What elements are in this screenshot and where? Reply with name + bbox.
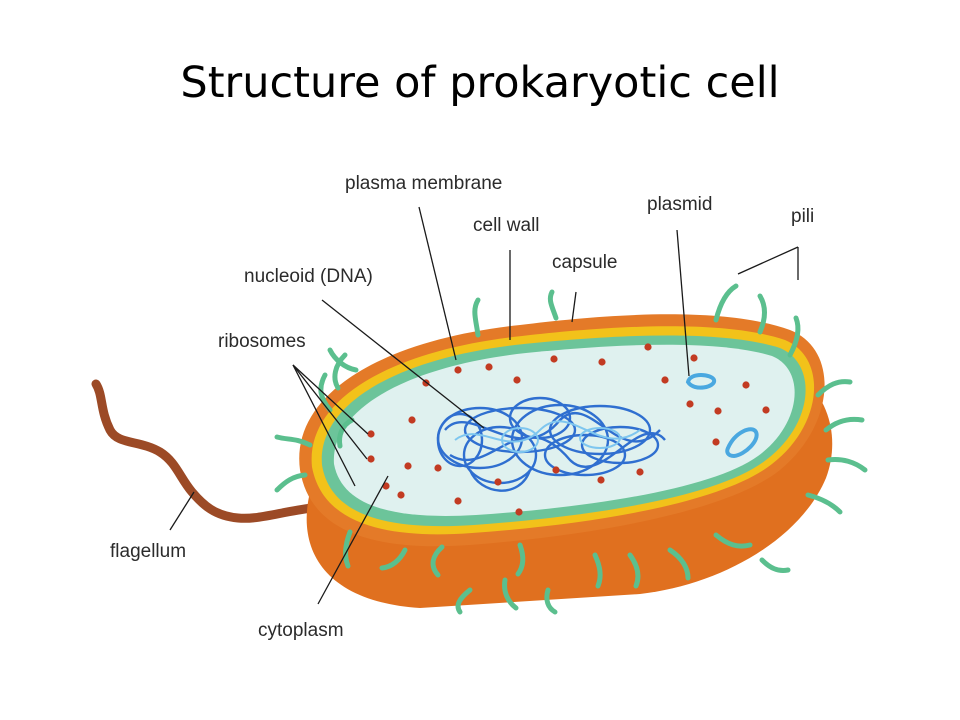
label-cytoplasm: cytoplasm <box>258 620 344 641</box>
leader-ribosomes-2 <box>292 364 368 460</box>
pili <box>274 283 868 615</box>
label-capsule: capsule <box>552 252 618 273</box>
leader-plasmid <box>676 229 690 377</box>
label-plasma-membrane: plasma membrane <box>345 173 502 194</box>
leader-nucleoid <box>321 299 485 429</box>
label-nucleoid: nucleoid (DNA) <box>244 266 373 287</box>
label-flagellum: flagellum <box>110 541 186 562</box>
leader-pili-1 <box>737 246 799 275</box>
leader-capsule <box>571 291 577 323</box>
leader-cytoplasm <box>317 475 389 605</box>
plasmid-2 <box>725 427 759 459</box>
leader-lines <box>169 206 799 605</box>
nucleoid-dna-light <box>454 420 641 453</box>
leader-plasma-membrane <box>418 206 457 361</box>
slide-title: Structure of prokaryotic cell <box>180 58 780 108</box>
leader-ribosomes-1 <box>292 364 369 435</box>
leader-ribosomes-3 <box>292 364 356 487</box>
label-ribosomes: ribosomes <box>218 331 306 352</box>
flagellum <box>91 379 317 523</box>
label-pili: pili <box>791 206 814 227</box>
plasmid-1 <box>685 373 716 390</box>
label-cell-wall: cell wall <box>473 215 540 236</box>
label-plasmid: plasmid <box>647 194 712 215</box>
leader-flagellum <box>169 491 195 531</box>
